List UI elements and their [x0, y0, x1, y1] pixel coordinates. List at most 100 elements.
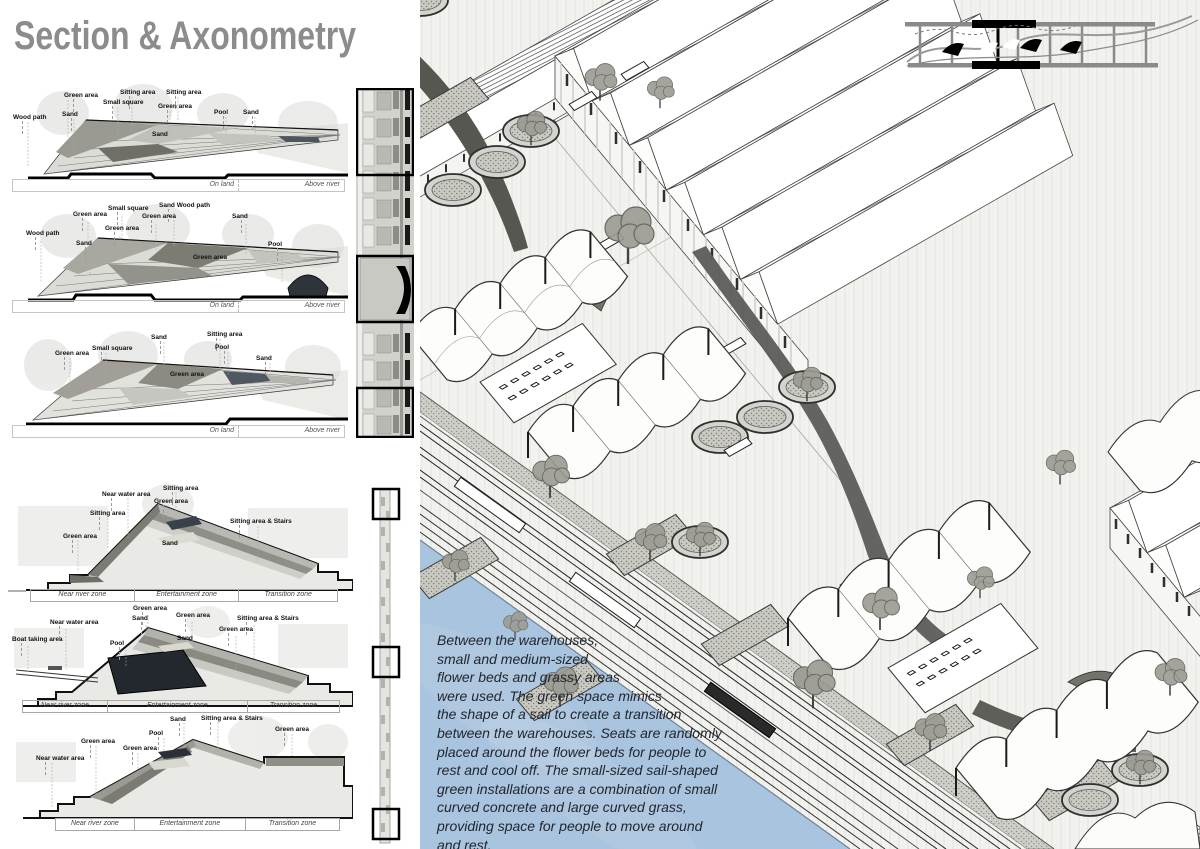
section-drawing-3 — [24, 331, 348, 426]
section-label: Near water area — [102, 491, 151, 511]
section-label: Sitting area — [120, 89, 156, 109]
caption-line: Between the warehouses, — [437, 632, 599, 648]
zone-transition: Transition zone — [239, 589, 338, 602]
section-label: Green area — [55, 350, 89, 370]
section-label: Green area — [154, 498, 188, 518]
caption-line: small and medium-sized — [437, 650, 588, 667]
site-key-plan — [905, 15, 1199, 69]
train-cars — [453, 476, 777, 739]
section-label: Sand — [256, 355, 272, 375]
footer-on-land: On land — [209, 181, 235, 188]
footer-above-river: Above river — [238, 301, 344, 312]
zone-entertainment: Entertainment zone — [107, 700, 248, 713]
section-label: Sand — [177, 635, 193, 642]
section-label: Sitting area — [166, 89, 202, 109]
railway-band — [420, 391, 1055, 849]
river-water — [420, 539, 851, 849]
caption-line: and rest. — [437, 836, 492, 849]
section-label: Small square — [108, 205, 149, 225]
section-label: Pool — [215, 344, 230, 364]
section-label: Small square — [103, 99, 144, 119]
section-label: Small square — [92, 345, 133, 365]
footer-above-river: Above river — [238, 180, 344, 191]
section-label: Sitting area — [90, 510, 126, 530]
caption-line: rest and cool off. The small-sized sail-… — [437, 762, 718, 779]
zone-transition: Transition zone — [245, 818, 340, 831]
section-label: Wood path — [26, 230, 60, 250]
zone-entertainment: Entertainment zone — [134, 589, 240, 602]
section-label: Green area — [142, 213, 176, 233]
riverfront-steps — [420, 504, 899, 849]
section-drawing-6 — [16, 716, 353, 819]
section-drawing-1 — [27, 84, 348, 180]
caption-line: between the warehouses. Seats are random… — [437, 725, 722, 741]
caption-line: the shape of a sail to create a transiti… — [437, 706, 682, 723]
section-label: Sitting area — [207, 331, 243, 351]
section-label: Green area — [123, 745, 157, 765]
circular-planters — [420, 0, 1169, 817]
section-label: Green area — [193, 254, 227, 261]
key-plan-strip-2 — [371, 487, 401, 844]
section-footer: On land Above river — [12, 300, 345, 313]
section-label: Green area — [133, 605, 167, 625]
section-label: Pool — [110, 640, 125, 660]
zone-strip: Near river zone Entertainment zone Trans… — [22, 700, 340, 713]
section-label: Sand — [132, 615, 148, 635]
section-label: Sand — [232, 213, 248, 233]
section-label: Pool — [149, 730, 164, 750]
section-label: Sand — [76, 240, 92, 260]
section-label: Boat taking area — [12, 636, 63, 656]
section-label: Near water area — [50, 619, 99, 639]
section-drawing-2 — [28, 204, 348, 302]
caption-line: placed around the flower beds for people… — [437, 743, 707, 760]
section-label: Pool — [268, 241, 283, 261]
zone-near-river: Near river zone — [22, 700, 108, 713]
section-label: Sand — [170, 716, 186, 736]
section-drawing-4 — [8, 484, 353, 592]
zone-near-river: Near river zone — [55, 818, 135, 831]
section-label: Sand — [151, 334, 167, 354]
warehouse-main-windows — [565, 74, 787, 348]
section-label: Near water area — [36, 755, 85, 775]
section-drawing-5 — [14, 606, 353, 707]
page-title: Section & Axonometry — [14, 14, 356, 58]
caption-line: green installations are a combination of… — [437, 780, 718, 797]
footer-on-land: On land — [209, 302, 235, 309]
zone-transition: Transition zone — [247, 700, 340, 713]
section-label: Wood path — [13, 114, 47, 134]
caption-line: flower beds and grassy areas — [437, 669, 620, 686]
caption-line: providing space for people to move aroun… — [437, 818, 703, 834]
section-label: Green area — [176, 612, 210, 632]
skylight-squares — [498, 351, 574, 401]
caption-line: were used. The green space mimics — [437, 687, 662, 704]
section-label: Green area — [73, 211, 107, 231]
zone-strip: Near river zone Entertainment zone Trans… — [30, 589, 338, 602]
key-plan-strip-1 — [356, 88, 414, 438]
section-label: Sitting area & Stairs — [237, 615, 299, 635]
section-label: Sitting area — [163, 485, 199, 505]
section-label: Sand — [243, 109, 259, 129]
zone-strip: Near river zone Entertainment zone Trans… — [55, 818, 340, 831]
warehouse-right-windows — [1114, 519, 1191, 616]
canopy-cluster-1 — [420, 229, 747, 480]
section-label: Sand — [162, 540, 178, 547]
section-label: Green area — [63, 533, 97, 553]
section-label: Pool — [214, 109, 229, 129]
canopy-cluster-2 — [787, 389, 1200, 849]
footer-on-land: On land — [209, 427, 235, 434]
axonometric-drawing — [420, 0, 1200, 849]
section-label: Sitting area & Stairs — [201, 715, 263, 735]
section-label: Green area — [219, 626, 253, 646]
footer-above-river: Above river — [238, 426, 344, 437]
section-footer: On land Above river — [12, 425, 345, 438]
section-label: Sitting area & Stairs — [230, 518, 292, 538]
skylight-squares-2 — [906, 637, 982, 687]
section-label: Sand — [152, 131, 168, 138]
section-label: Green area — [170, 371, 204, 378]
section-label: Green area — [64, 92, 98, 112]
caption-line: curved concrete and large curved grass, — [437, 799, 687, 816]
section-label: Sand — [62, 111, 78, 131]
section-label: Green area — [105, 225, 139, 245]
zone-entertainment: Entertainment zone — [134, 818, 246, 831]
